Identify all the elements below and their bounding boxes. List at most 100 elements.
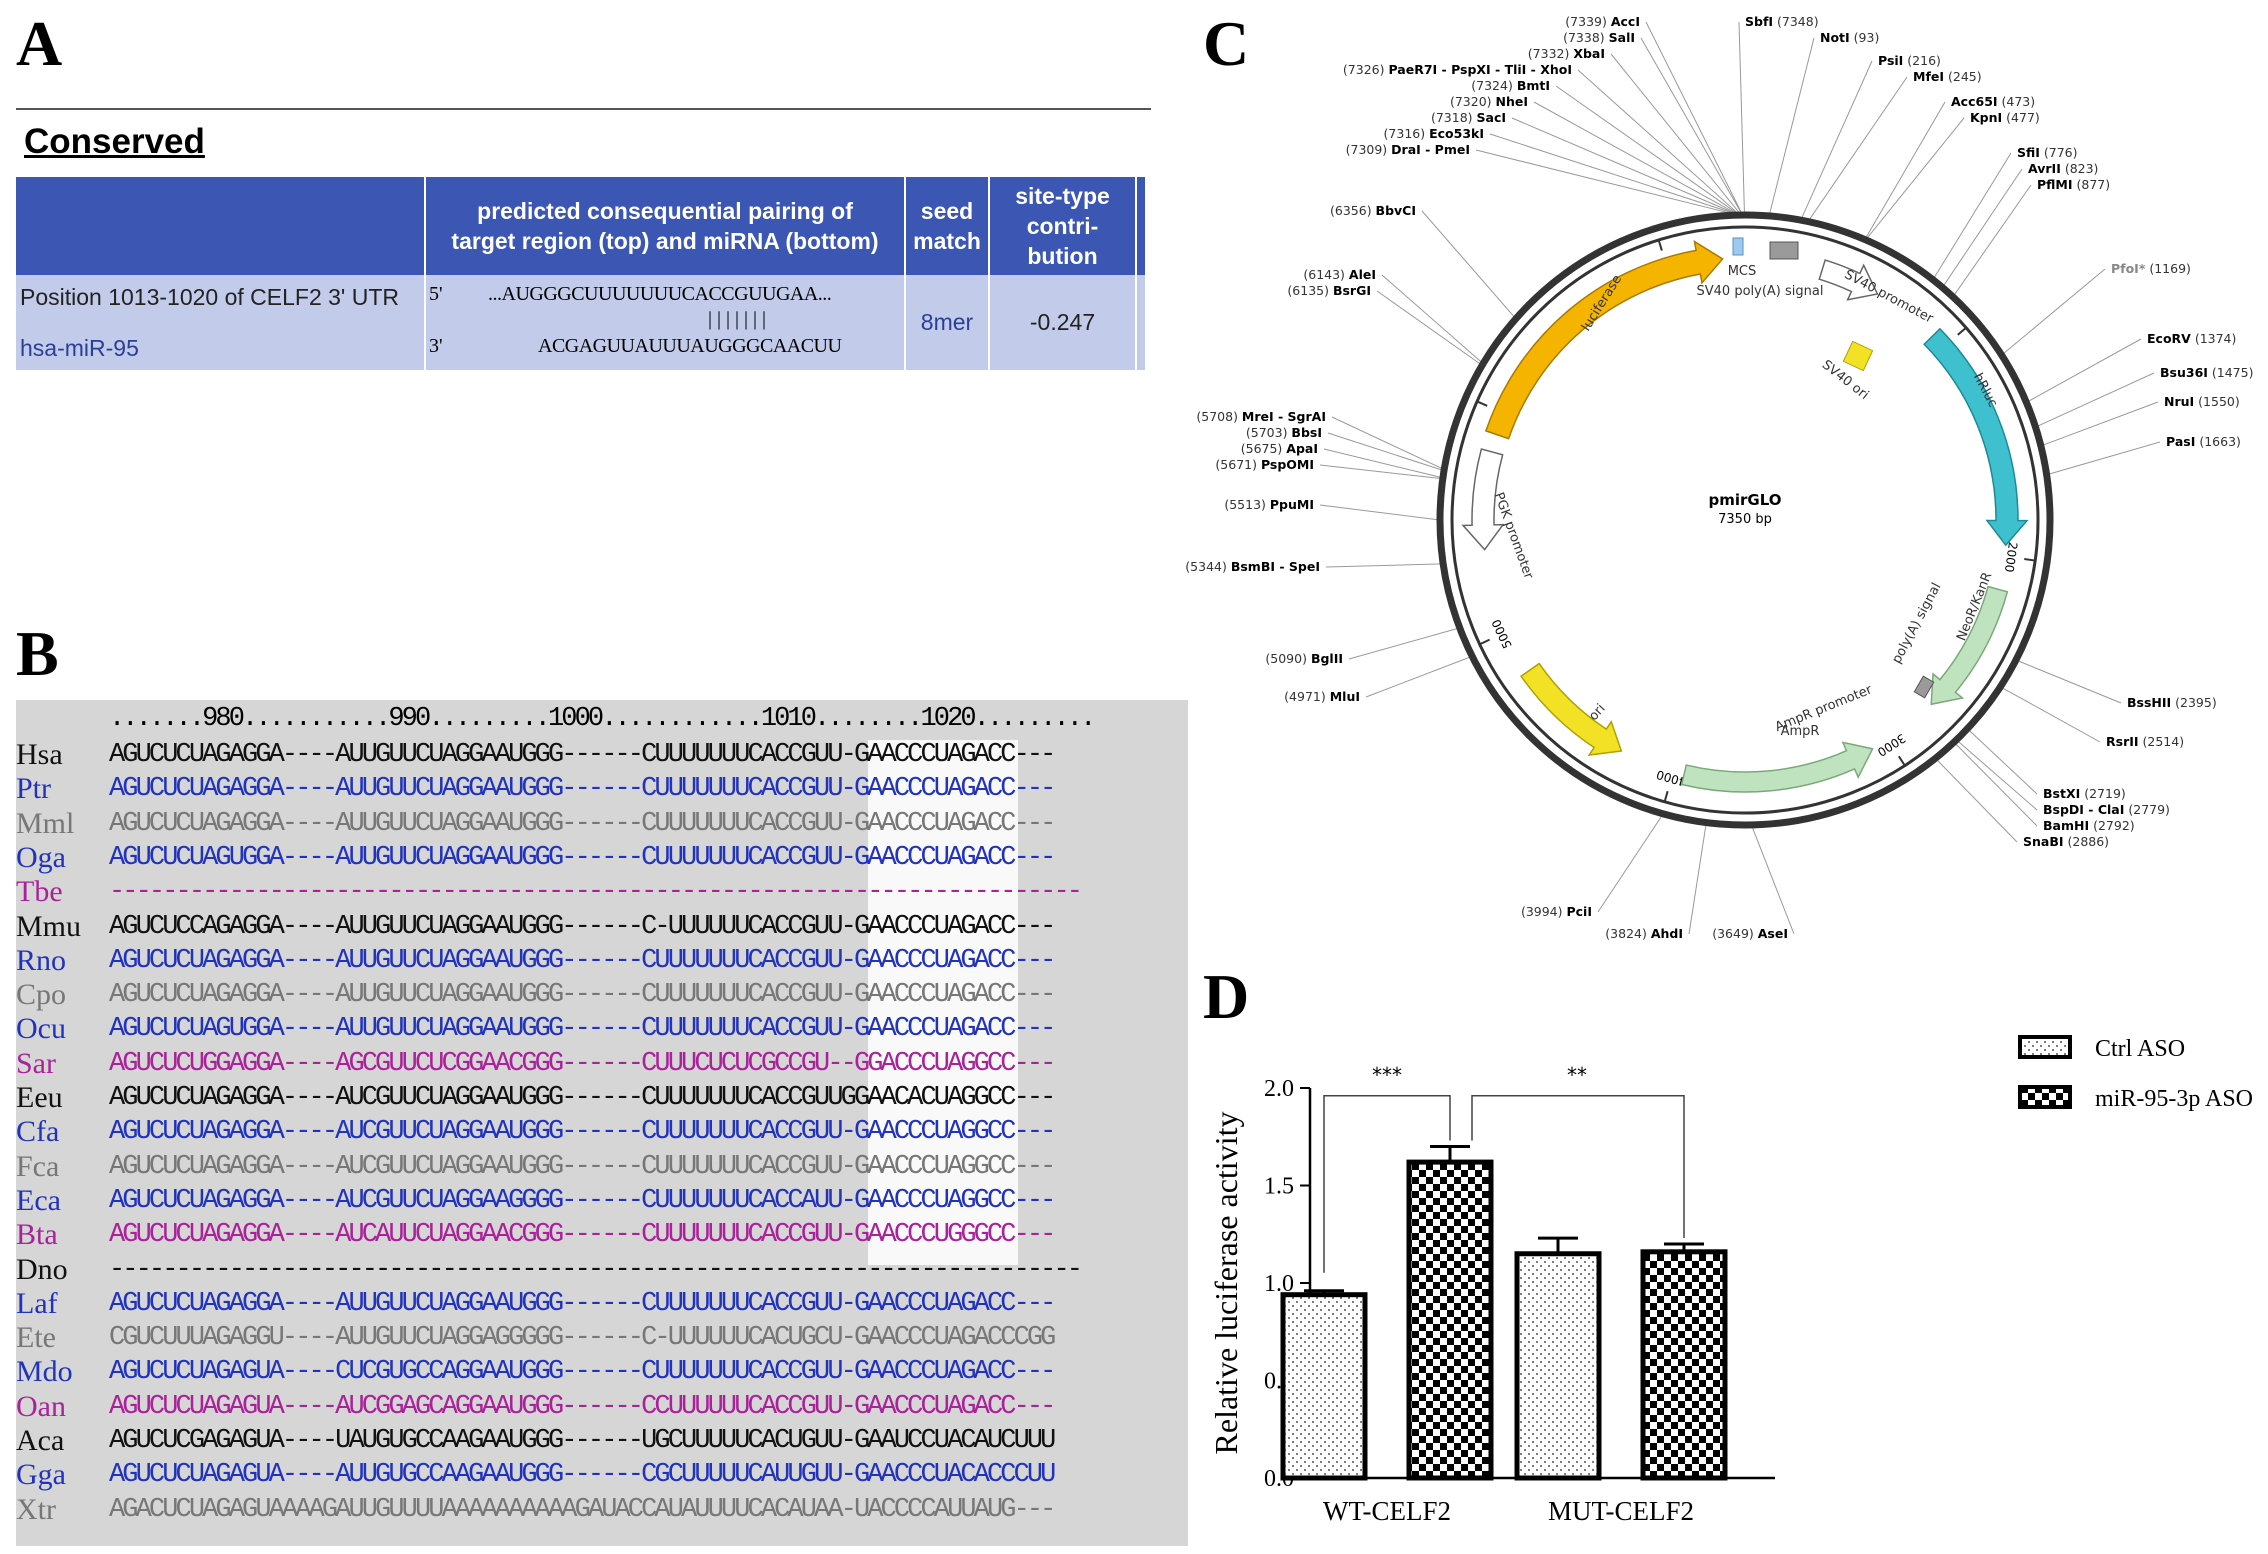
site-enzyme: BsmBI - SpeI [1231,559,1320,574]
sequence-text: AGUCUCUAGAGGA----AUUGUUCUAGGAAUGGG------… [109,740,1056,770]
species-code: Ete [16,1321,56,1355]
site-position: (6135) [1287,283,1333,298]
species-code: Sar [16,1046,56,1080]
species-code: Laf [16,1286,58,1320]
site-position: (823) [2061,161,2099,176]
restriction-site-label: BssHII (2395) [2127,695,2217,710]
feature-label: MCS [1728,264,1757,279]
ring-tick [1657,239,1663,251]
site-position: (2395) [2171,695,2217,710]
site-leader-line [1954,742,2038,827]
sequence-text: AGUCUCUAGAGGA----AUUGUUCUAGGAAUGGG------… [109,945,1056,976]
restriction-site-label: RsrII (2514) [2106,734,2184,749]
site-enzyme: PfoI* [2111,261,2146,276]
restriction-site-label: BstXI (2719) [2043,786,2126,801]
site-leader-line [2016,659,2122,704]
sequence-text: CGUCUUUAGAGGU----AUUGUUCUAGGAGGGGG------… [109,1323,1056,1354]
site-enzyme: BsrGI [1333,283,1371,298]
x-category-label: WT-CELF2 [1323,1496,1451,1526]
site-leader-line [1597,814,1664,913]
site-enzyme: AccI [1611,14,1640,29]
restriction-site-label: (3994) PciI [1521,904,1592,919]
site-enzyme: PasI [2166,434,2195,449]
site-leader-line [1376,290,1482,366]
species-code: Aca [16,1424,65,1457]
site-enzyme: RsrII [2106,734,2139,749]
target-sequence: ...AUGGGCUUUUUUUCACCGUUGAA... [488,283,832,305]
plasmid-name: pmirGLO [1709,491,1782,509]
site-enzyme: PflMI [2037,177,2073,192]
site-position: (7318) [1431,110,1477,125]
site-enzyme: AseI [1758,926,1788,941]
restriction-site-label: (3649) AseI [1712,926,1788,941]
sequence-text: AGUCUCUGGAGGA----AGCGUUCUCGGAACGGG------… [109,1048,1056,1079]
restriction-site-label: (7318) SacI [1431,110,1506,125]
significance-bracket [1471,1095,1685,1238]
restriction-site-label: SfiI (776) [2017,145,2078,160]
site-leader-line [1610,53,1741,215]
panel-label-c: C [1203,8,1250,79]
mirna-link[interactable]: hsa-miR-95 [20,334,139,361]
restriction-site-label: SnaBI (2886) [2023,834,2109,849]
site-enzyme: PciI [1566,904,1592,919]
site-enzyme: AleI [1349,267,1376,282]
site-enzyme: PsiI [1878,53,1903,68]
header-pairing: predicted consequential pairing of targe… [425,177,906,275]
site-leader-line [1688,823,1707,935]
site-enzyme: BamHI [2043,818,2089,833]
site-enzyme: Bsu36I [2160,365,2208,380]
restriction-site-label: BspDI - ClaI (2779) [2043,802,2170,817]
pairing-bars: ||||||| [708,308,772,330]
site-enzyme: BstXI [2043,786,2080,801]
site-leader-line [1645,21,1743,215]
sequence-text: AGUCUCUAGAGUA----AUUGUGCCAAGAAUGGG------… [109,1460,1056,1491]
site-position: (7316) [1384,126,1430,141]
restriction-site-label: (5090) BglII [1265,651,1343,666]
site-position: (5703) [1246,425,1292,440]
site-enzyme: MfeI [1913,69,1944,84]
site-leader-line [1348,627,1459,660]
ring-tick-label: 3000 [1875,731,1908,759]
site-position: (5344) [1185,559,1231,574]
site-position: (2792) [2089,818,2135,833]
site-position: (7348) [1773,14,1819,29]
restriction-site-label: (7316) Eco53kI [1384,126,1484,141]
site-position: (93) [1850,30,1880,45]
restriction-site-label: Bsu36I (1475) [2160,365,2253,380]
header-pairing-line1: predicted consequential pairing of [477,198,853,224]
significance-label: *** [1372,1063,1402,1087]
site-position: (2886) [2064,834,2110,849]
site-enzyme: SacI [1477,110,1507,125]
restriction-site-label: (7339) AccI [1565,14,1640,29]
ring-tick [1898,755,1906,767]
y-tick-label: 1.5 [1264,1174,1294,1200]
site-leader-line [2000,686,2101,743]
species-code: Mmu [16,909,82,943]
sequence-text: AGUCUCUAGAGGA----AUUGUUCUAGGAAUGGG------… [109,980,1056,1011]
header-seed-line2: match [913,228,981,254]
species-code: Oan [16,1389,66,1423]
site-enzyme: MreI - SgrAI [1242,409,1326,424]
site-leader-line [1865,117,1965,240]
restriction-site-label: (7332) XbaI [1528,46,1605,61]
site-leader-line [1511,117,1737,215]
sequence-text: AGUCUCGAGAGUA----UAUGUGCCAAGAAUGGG------… [109,1426,1056,1456]
site-position: (7324) [1471,78,1517,93]
sv40-ori-box [1842,340,1874,372]
restriction-site-label: (5513) PpuMI [1224,497,1314,512]
ring-tick [1479,638,1491,646]
site-leader-line [2027,338,2142,403]
bar [1280,1292,1368,1481]
site-position: (5675) [1241,441,1287,456]
site-enzyme: ApaI [1286,441,1318,456]
sequence-text: AGACUCUAGAGUAAAAGAUUGUUUUAAAAAAAAAAGAUAC… [109,1494,1056,1525]
sequence-text: AGUCUCUAGAGUA----CUCGUGCCAGGAAUGGG------… [109,1357,1056,1388]
feature-arc [1461,448,1505,551]
bar [1514,1251,1602,1481]
site-enzyme: BssHII [2127,695,2171,710]
header-seed-match: seed match [905,177,990,275]
restriction-site-label: PasI (1663) [2166,434,2241,449]
restriction-site-label: BamHI (2792) [2043,818,2135,833]
sequence-text: AGUCUCUAGAGGA----AUUGUUCUAGGAAUGGG------… [109,808,1056,839]
utr-position-text: Position 1013-1020 of CELF2 3' UTR [20,283,399,310]
